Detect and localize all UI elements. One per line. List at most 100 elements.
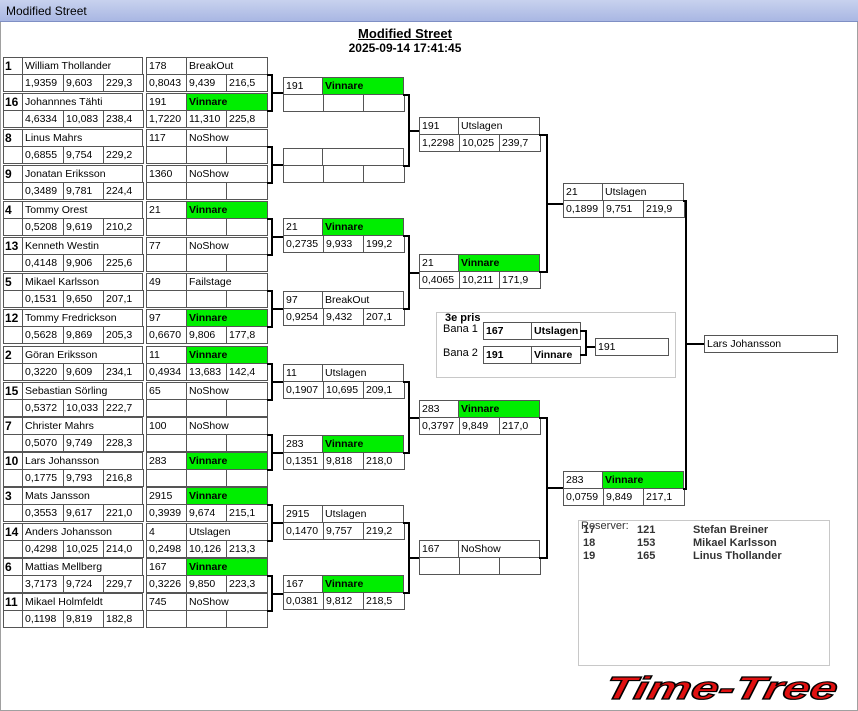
heat-result[interactable]: NoShow — [458, 540, 540, 558]
qual-stat[interactable]: 9,619 — [63, 218, 104, 236]
car-number[interactable]: 167 — [419, 540, 460, 558]
qual-stat[interactable]: 0,5628 — [22, 326, 64, 344]
heat-stat[interactable] — [226, 399, 268, 417]
driver-name[interactable]: Kenneth Westin — [22, 237, 143, 255]
heat-result[interactable]: Vinnare — [602, 471, 684, 489]
heat-stat[interactable]: 9,849 — [459, 417, 500, 435]
heat-stat[interactable] — [459, 557, 500, 575]
seed-number[interactable]: 9 — [3, 165, 23, 183]
qual-stat[interactable]: 238,4 — [103, 110, 144, 128]
qual-stat[interactable]: 229,3 — [103, 74, 144, 92]
car-number[interactable]: 77 — [146, 237, 187, 255]
heat-stat[interactable]: 1,2298 — [419, 134, 460, 152]
qual-stat[interactable]: 221,0 — [103, 504, 144, 522]
lane-1-car[interactable]: 167 — [483, 322, 533, 340]
qual-stat[interactable]: 0,4148 — [22, 254, 64, 272]
driver-name[interactable]: Mattias Mellberg — [22, 558, 143, 576]
heat-stat[interactable] — [146, 469, 187, 487]
heat-stat[interactable]: 9,818 — [323, 452, 364, 470]
heat-stat[interactable] — [146, 434, 187, 452]
car-number[interactable]: 49 — [146, 273, 187, 291]
heat-result[interactable]: Utslagen — [186, 523, 268, 541]
seed-blank[interactable] — [3, 540, 23, 558]
heat-result[interactable] — [322, 148, 404, 166]
car-number[interactable]: 191 — [419, 117, 460, 135]
qual-stat[interactable]: 214,0 — [103, 540, 144, 558]
seed-blank[interactable] — [3, 182, 23, 200]
lane-2-car[interactable]: 191 — [483, 346, 533, 364]
heat-stat[interactable] — [146, 182, 187, 200]
heat-stat[interactable]: 207,1 — [363, 308, 405, 326]
heat-result[interactable]: Vinnare — [186, 452, 268, 470]
qual-stat[interactable]: 0,5372 — [22, 399, 64, 417]
driver-name[interactable]: William Thollander — [22, 57, 143, 75]
heat-stat[interactable] — [226, 290, 268, 308]
seed-number[interactable]: 12 — [3, 309, 23, 327]
qual-stat[interactable]: 0,1198 — [22, 610, 64, 628]
driver-name[interactable]: Mikael Karlsson — [22, 273, 143, 291]
heat-stat[interactable]: 11,310 — [186, 110, 227, 128]
qual-stat[interactable]: 0,3553 — [22, 504, 64, 522]
seed-blank[interactable] — [3, 74, 23, 92]
seed-blank[interactable] — [3, 146, 23, 164]
heat-stat[interactable]: 0,1899 — [563, 200, 604, 218]
heat-result[interactable]: Vinnare — [186, 93, 268, 111]
heat-result[interactable]: Utslagen — [602, 183, 684, 201]
seed-blank[interactable] — [3, 290, 23, 308]
heat-result[interactable]: NoShow — [186, 165, 268, 183]
car-number[interactable]: 21 — [283, 218, 324, 236]
seed-blank[interactable] — [3, 575, 23, 593]
driver-name[interactable]: Mats Jansson — [22, 487, 143, 505]
heat-stat[interactable]: 142,4 — [226, 363, 268, 381]
heat-stat[interactable] — [283, 165, 324, 183]
car-number[interactable]: 97 — [146, 309, 187, 327]
heat-result[interactable]: Utslagen — [322, 505, 404, 523]
car-number[interactable]: 2915 — [283, 505, 324, 523]
heat-stat[interactable]: 0,3226 — [146, 575, 187, 593]
qual-stat[interactable]: 222,7 — [103, 399, 144, 417]
car-number[interactable]: 11 — [283, 364, 324, 382]
qual-stat[interactable]: 0,3220 — [22, 363, 64, 381]
heat-stat[interactable]: 10,695 — [323, 381, 364, 399]
heat-stat[interactable]: 0,1907 — [283, 381, 324, 399]
qual-stat[interactable]: 9,650 — [63, 290, 104, 308]
seed-number[interactable]: 8 — [3, 129, 23, 147]
qual-stat[interactable]: 9,724 — [63, 575, 104, 593]
heat-stat[interactable] — [499, 557, 541, 575]
heat-stat[interactable]: 0,1351 — [283, 452, 324, 470]
heat-stat[interactable] — [186, 399, 227, 417]
seed-number[interactable]: 3 — [3, 487, 23, 505]
driver-name[interactable]: Tommy Fredrickson — [22, 309, 143, 327]
qual-stat[interactable]: 229,7 — [103, 575, 144, 593]
qual-stat[interactable]: 9,781 — [63, 182, 104, 200]
heat-result[interactable]: Vinnare — [458, 254, 540, 272]
qual-stat[interactable]: 228,3 — [103, 434, 144, 452]
seed-number[interactable]: 5 — [3, 273, 23, 291]
seed-blank[interactable] — [3, 254, 23, 272]
heat-stat[interactable] — [226, 469, 268, 487]
qual-stat[interactable]: 216,8 — [103, 469, 144, 487]
seed-number[interactable]: 13 — [3, 237, 23, 255]
heat-stat[interactable] — [226, 610, 268, 628]
heat-stat[interactable]: 216,5 — [226, 74, 268, 92]
heat-stat[interactable]: 171,9 — [499, 271, 541, 289]
qual-stat[interactable]: 10,033 — [63, 399, 104, 417]
driver-name[interactable]: Johannnes Tähti — [22, 93, 143, 111]
car-number[interactable]: 745 — [146, 593, 187, 611]
heat-stat[interactable] — [146, 610, 187, 628]
heat-stat[interactable]: 10,126 — [186, 540, 227, 558]
qual-stat[interactable]: 9,609 — [63, 363, 104, 381]
seed-number[interactable]: 11 — [3, 593, 23, 611]
heat-result[interactable]: Utslagen — [322, 364, 404, 382]
car-number[interactable]: 21 — [146, 201, 187, 219]
car-number[interactable]: 21 — [419, 254, 460, 272]
heat-stat[interactable]: 219,9 — [643, 200, 685, 218]
heat-stat[interactable]: 9,674 — [186, 504, 227, 522]
heat-stat[interactable]: 217,0 — [499, 417, 541, 435]
car-number[interactable]: 191 — [146, 93, 187, 111]
heat-result[interactable]: Vinnare — [186, 309, 268, 327]
seed-blank[interactable] — [3, 218, 23, 236]
driver-name[interactable]: Christer Mahrs — [22, 417, 143, 435]
heat-stat[interactable]: 9,812 — [323, 592, 364, 610]
heat-result[interactable]: Utslagen — [458, 117, 540, 135]
